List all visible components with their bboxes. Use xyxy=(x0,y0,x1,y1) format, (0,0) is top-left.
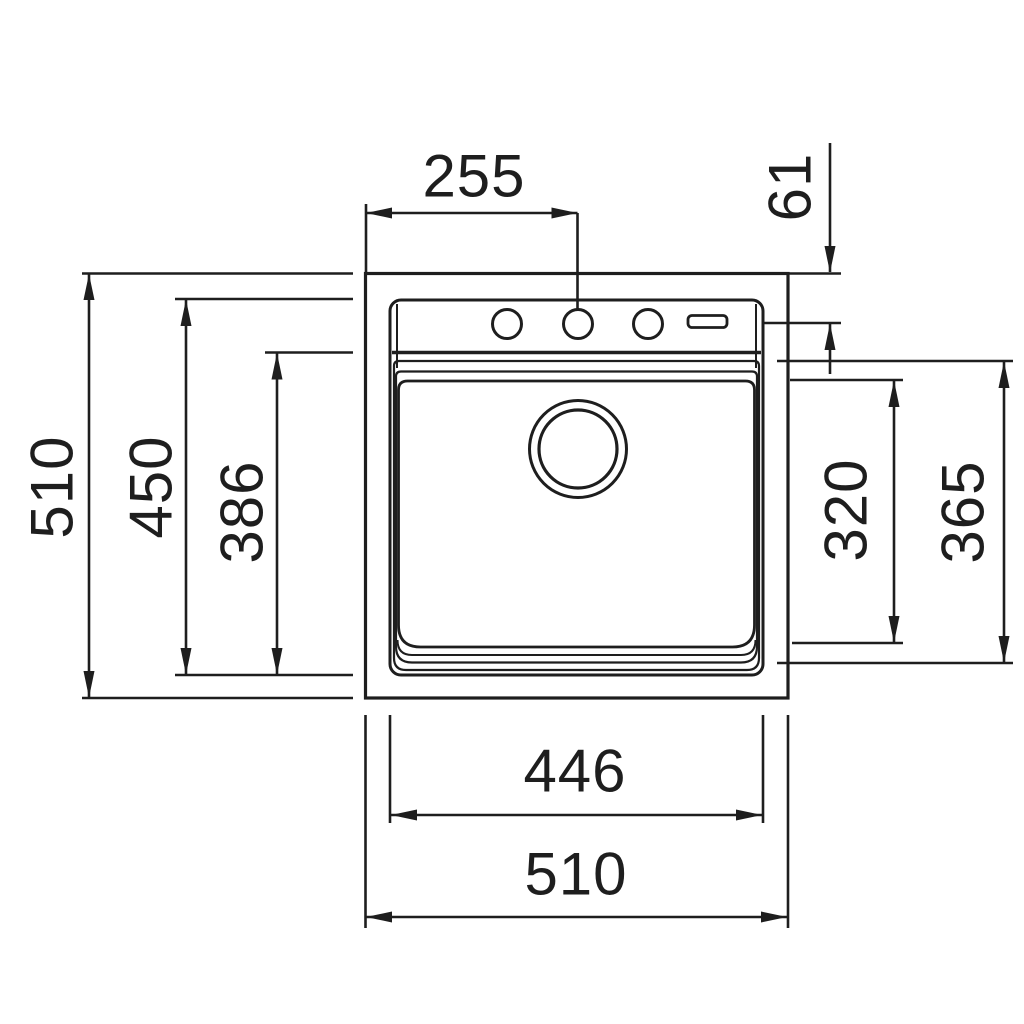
dimension-label: 510 xyxy=(19,435,86,538)
arrowhead-right xyxy=(551,207,578,219)
arrowhead-right xyxy=(736,809,762,821)
dimension-rim-opening-width: 446 xyxy=(388,715,765,823)
arrowhead-up xyxy=(998,361,1010,388)
faucet-hole-left xyxy=(491,308,523,340)
dimension-label: 386 xyxy=(209,460,276,563)
dimension-label: 446 xyxy=(523,738,626,805)
dimension-label: 365 xyxy=(930,460,997,563)
arrowhead-left xyxy=(366,911,392,923)
dimension-rim-opening-depth: 450 xyxy=(118,297,353,677)
arrowhead-up xyxy=(271,353,283,380)
arrowhead-down xyxy=(271,648,283,675)
drain-outer-circle xyxy=(528,399,628,499)
faucet-hole-right xyxy=(632,308,664,340)
sink-body xyxy=(363,271,790,700)
arrowhead-down xyxy=(888,616,900,643)
dimension-overall-depth: 510 xyxy=(19,272,353,700)
dimension-bowl-inner-depth: 320 xyxy=(790,378,903,645)
dimension-overall-width: 510 xyxy=(364,715,790,928)
ledge-step-middle xyxy=(394,370,759,664)
arrowhead-left xyxy=(366,207,392,219)
dimension-ledge-depth: 386 xyxy=(209,351,353,675)
arrowhead-up xyxy=(83,274,95,300)
dimension-label: 320 xyxy=(813,458,880,561)
dimension-bowl-outer-depth: 365 xyxy=(777,359,1013,665)
dimension-hole-offset-top: 61 xyxy=(757,143,841,374)
dimension-label: 255 xyxy=(422,143,525,210)
dimension-hole-offset-left: 255 xyxy=(364,143,579,310)
arrowhead-up xyxy=(888,380,900,407)
arrowhead-down xyxy=(824,246,836,273)
ledge-step-outer xyxy=(392,359,761,672)
dimension-label: 61 xyxy=(757,153,824,222)
dimension-label: 450 xyxy=(118,435,185,538)
arrowhead-up xyxy=(824,323,836,350)
arrowhead-down xyxy=(83,671,95,698)
arrowhead-down xyxy=(998,636,1010,663)
faucet-hole-center xyxy=(562,308,594,340)
arrowhead-up xyxy=(180,299,192,326)
arrowhead-left xyxy=(391,809,417,821)
arrowhead-right xyxy=(761,911,787,923)
ledge-step-inner-arc xyxy=(396,639,757,656)
drain-inner-circle xyxy=(537,408,619,490)
bowl-outline xyxy=(397,379,756,649)
arrowhead-down xyxy=(180,648,192,675)
dimension-label: 510 xyxy=(524,841,627,908)
accessory-slot xyxy=(686,314,729,329)
